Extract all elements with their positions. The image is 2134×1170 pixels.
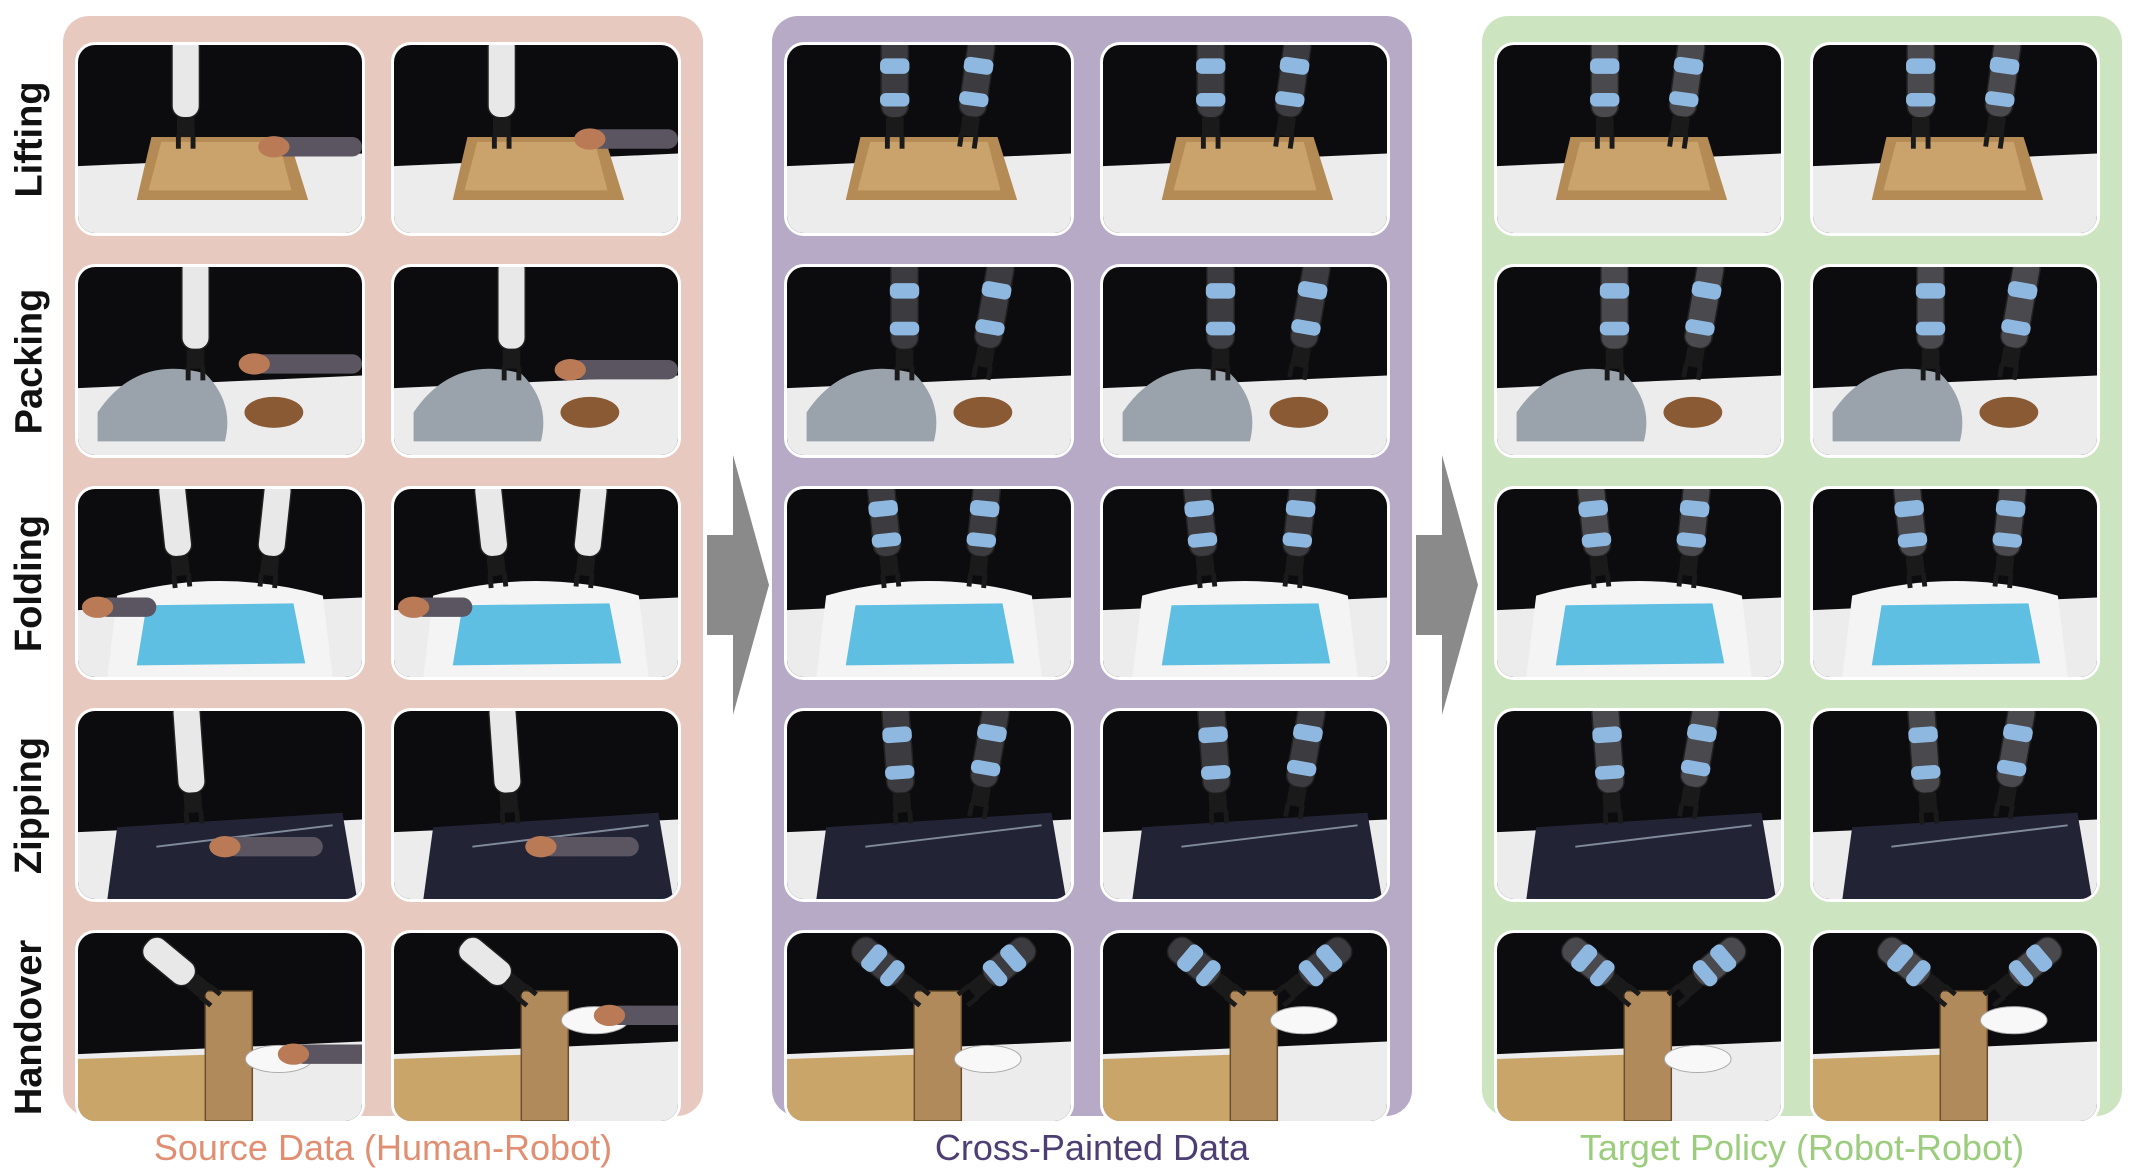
thumbnail-folding-1 <box>75 486 365 680</box>
thumbnail-zipping-1 <box>75 708 365 902</box>
thumbnail-handover-1 <box>784 930 1074 1124</box>
cross-painted-panel <box>772 16 1412 1124</box>
thumbnail-packing-1 <box>75 264 365 458</box>
thumbnail-packing-2 <box>1100 264 1390 458</box>
row-label-packing: Packing <box>0 264 60 458</box>
source-data-panel <box>63 16 703 1124</box>
row-label-text: Handover <box>8 939 51 1115</box>
thumbnail-folding-1 <box>784 486 1074 680</box>
thumbnail-handover-2 <box>1810 930 2100 1124</box>
row-label-folding: Folding <box>0 486 60 680</box>
thumbnail-lifting-1 <box>784 42 1074 236</box>
thumbnail-packing-1 <box>784 264 1074 458</box>
thumbnail-lifting-2 <box>1100 42 1390 236</box>
row-label-text: Zipping <box>8 736 51 874</box>
thumbnail-lifting-1 <box>75 42 365 236</box>
thumbnail-folding-2 <box>391 486 681 680</box>
target-panel-caption: Target Policy (Robot-Robot) <box>1579 1127 2025 1168</box>
thumbnail-handover-1 <box>75 930 365 1124</box>
row-label-text: Lifting <box>8 80 51 198</box>
row-label-lifting: Lifting <box>0 42 60 236</box>
thumbnail-lifting-2 <box>391 42 681 236</box>
arrow-right-icon <box>1416 455 1478 715</box>
thumbnail-folding-2 <box>1100 486 1390 680</box>
row-label-handover: Handover <box>0 930 60 1124</box>
thumbnail-packing-2 <box>1810 264 2100 458</box>
row-label-text: Folding <box>8 514 51 652</box>
thumbnail-folding-1 <box>1494 486 1784 680</box>
thumbnail-zipping-2 <box>391 708 681 902</box>
row-label-text: Packing <box>8 288 51 434</box>
thumbnail-lifting-2 <box>1810 42 2100 236</box>
row-label-zipping: Zipping <box>0 708 60 902</box>
thumbnail-zipping-1 <box>784 708 1074 902</box>
thumbnail-folding-2 <box>1810 486 2100 680</box>
target-policy-panel <box>1482 16 2122 1124</box>
thumbnail-lifting-1 <box>1494 42 1784 236</box>
arrow-right-icon <box>707 455 769 715</box>
cross-panel-caption: Cross-Painted Data <box>934 1127 1250 1168</box>
thumbnail-zipping-2 <box>1810 708 2100 902</box>
thumbnail-zipping-2 <box>1100 708 1390 902</box>
thumbnail-handover-2 <box>391 930 681 1124</box>
thumbnail-packing-1 <box>1494 264 1784 458</box>
thumbnail-zipping-1 <box>1494 708 1784 902</box>
source-panel-caption: Source Data (Human-Robot) <box>153 1127 613 1168</box>
thumbnail-handover-1 <box>1494 930 1784 1124</box>
thumbnail-handover-2 <box>1100 930 1390 1124</box>
thumbnail-packing-2 <box>391 264 681 458</box>
